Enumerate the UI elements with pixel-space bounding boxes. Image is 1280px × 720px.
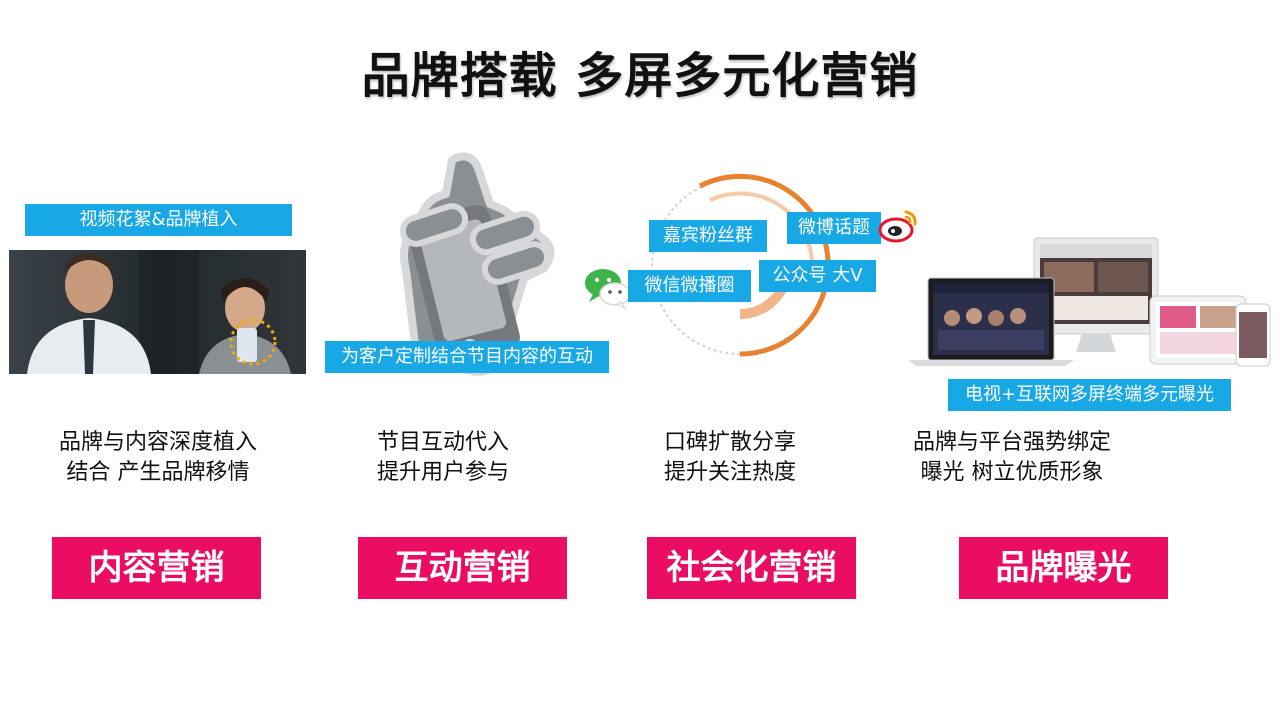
content-marketing-button[interactable]: 内容营销 bbox=[52, 537, 261, 599]
fan-group-bubble: 嘉宾粉丝群 bbox=[649, 220, 767, 252]
brand-exposure-description: 品牌与平台强势绑定 曝光 树立优质形象 bbox=[892, 428, 1132, 488]
desc-line-2: 提升关注热度 bbox=[663, 460, 796, 485]
desc-line-2: 结合 产生品牌移情 bbox=[66, 460, 250, 485]
desc-line-1: 品牌与内容深度植入 bbox=[58, 430, 257, 455]
official-account-bubble: 公众号 大V bbox=[759, 260, 876, 292]
social-marketing-button[interactable]: 社会化营销 bbox=[647, 537, 856, 599]
interactive-marketing-description: 节目互动代入 提升用户参与 bbox=[340, 428, 546, 488]
content-marketing-description: 品牌与内容深度植入 结合 产生品牌移情 bbox=[30, 428, 286, 488]
page-title: 品牌搭载 多屏多元化营销 bbox=[361, 48, 919, 104]
desc-line-2: 提升用户参与 bbox=[376, 460, 509, 485]
video-still-image bbox=[9, 250, 306, 374]
custom-interaction-tag: 为客户定制结合节目内容的互动 bbox=[325, 341, 609, 373]
desc-line-1: 品牌与平台强势绑定 bbox=[912, 430, 1111, 455]
desc-line-1: 节目互动代入 bbox=[376, 430, 509, 455]
weibo-icon bbox=[878, 208, 918, 244]
weibo-topic-bubble: 微博话题 bbox=[787, 212, 881, 244]
brand-exposure-button[interactable]: 品牌曝光 bbox=[959, 537, 1168, 599]
desc-line-2: 曝光 树立优质形象 bbox=[920, 460, 1104, 485]
social-marketing-description: 口碑扩散分享 提升关注热度 bbox=[630, 428, 830, 488]
wechat-icon bbox=[583, 266, 633, 310]
multi-screen-exposure-tag: 电视+互联网多屏终端多元曝光 bbox=[948, 379, 1231, 411]
interactive-marketing-button[interactable]: 互动营销 bbox=[358, 537, 567, 599]
wechat-circle-bubble: 微信微播圈 bbox=[628, 270, 751, 302]
desc-line-1: 口碑扩散分享 bbox=[663, 430, 796, 455]
multi-screen-devices-image bbox=[902, 234, 1272, 368]
video-brand-placement-tag: 视频花絮&品牌植入 bbox=[25, 204, 292, 236]
